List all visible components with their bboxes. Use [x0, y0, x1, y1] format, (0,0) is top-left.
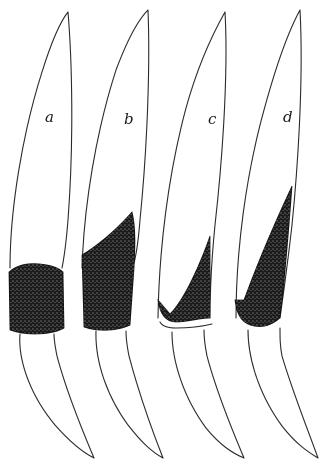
panel-a: a	[9, 12, 94, 458]
panel-a-upper-outline	[10, 12, 72, 268]
panel-c-lower-outline	[172, 330, 244, 458]
panel-c-upper-outline	[158, 12, 226, 318]
panel-c-dark-zone	[158, 236, 210, 322]
panel-c-label: c	[208, 110, 217, 128]
panel-c-stub	[160, 322, 212, 328]
panel-a-dark-zone	[9, 264, 64, 334]
panel-d-lower-outline	[248, 328, 318, 458]
panel-a-label: a	[45, 108, 54, 126]
panel-b-label: b	[124, 110, 134, 128]
panel-b-lower-outline	[96, 331, 163, 458]
panel-d-label: d	[283, 108, 293, 126]
panel-d: d	[235, 10, 318, 458]
panel-c: c	[158, 12, 244, 458]
panel-a-lower-outline	[20, 334, 94, 458]
panel-b: b	[82, 10, 163, 458]
panel-b-dark-zone	[82, 212, 135, 330]
